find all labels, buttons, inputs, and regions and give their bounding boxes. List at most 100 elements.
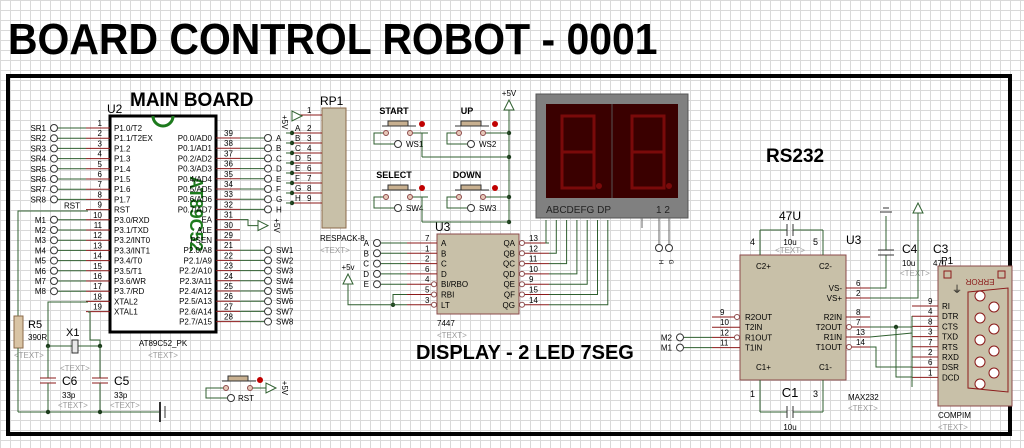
- power-supply-icon: [342, 272, 354, 285]
- net-terminal-sr1[interactable]: [50, 124, 58, 132]
- net-terminal-b[interactable]: [373, 249, 381, 258]
- connector-pin-name: RTS: [942, 343, 958, 352]
- capacitor-ref-label: 47U: [779, 209, 801, 223]
- text-placeholder: <TEXT>: [110, 401, 140, 410]
- db9-shell: [967, 287, 1009, 393]
- capacitor-ref-label: C1: [782, 385, 799, 400]
- net-terminal-m5[interactable]: [50, 256, 58, 265]
- reset-button[interactable]: [227, 375, 249, 382]
- decimal-point: [666, 183, 672, 189]
- push-button-up[interactable]: [460, 120, 482, 127]
- mcu-pin-number: 25: [224, 282, 233, 291]
- wire: [47, 301, 88, 346]
- respack-pin-number: 5: [307, 154, 312, 163]
- display-common-labels: 1 2: [656, 205, 670, 216]
- decoder-pin-number: 5: [425, 286, 430, 295]
- connector-ref-label: P1: [941, 256, 954, 267]
- net-terminal-m7[interactable]: [50, 277, 58, 285]
- button-terminal[interactable]: [467, 204, 475, 212]
- net-label: D: [276, 165, 282, 174]
- mcu-pin-name: P2.7/A15: [179, 318, 212, 327]
- net-terminal-sr5[interactable]: [50, 164, 58, 173]
- net-label: E: [364, 280, 369, 289]
- net-terminal-m3[interactable]: [50, 236, 58, 245]
- decoder-pin-name: D: [441, 270, 447, 279]
- decoder-pin-number: 14: [529, 296, 538, 305]
- net-terminal-c[interactable]: [373, 259, 381, 268]
- button-terminal[interactable]: [394, 140, 402, 148]
- crystal-x1[interactable]: [71, 339, 79, 354]
- mcu-pin-name: P1.7: [114, 195, 131, 204]
- digit-segments: [560, 114, 596, 190]
- max232-chip-body[interactable]: [739, 254, 847, 381]
- net-terminal-sr6[interactable]: [50, 175, 58, 183]
- wire: [373, 132, 394, 145]
- mcu-pin-number: 32: [224, 200, 233, 209]
- net-terminal-m8[interactable]: [50, 287, 58, 296]
- mcu-pin-number: 26: [224, 292, 233, 301]
- net-terminal-sw4[interactable]: [264, 276, 272, 285]
- net-terminal-sr4[interactable]: [50, 154, 58, 163]
- decoder-part-label: 7447: [437, 319, 455, 328]
- mcu-pin-name: P2.6/A14: [179, 307, 212, 316]
- respack-body[interactable]: [321, 107, 347, 229]
- button-terminal[interactable]: [467, 140, 475, 148]
- mcu-package-label: AT89C52_PK: [139, 339, 188, 348]
- seven-segment-digit-2: [630, 114, 672, 190]
- net-terminal-c[interactable]: [264, 154, 272, 163]
- net-terminal-m4[interactable]: [50, 246, 58, 255]
- net-terminal-m6[interactable]: [50, 266, 58, 275]
- respack-net-label: H: [295, 194, 301, 203]
- respack-pin-number: 8: [307, 184, 312, 193]
- net-terminal-sr8[interactable]: [50, 195, 58, 204]
- net-terminal-m1[interactable]: [50, 215, 58, 224]
- net-terminal-m2[interactable]: [676, 333, 684, 342]
- mcu-pin-number: 36: [224, 160, 233, 169]
- decoder-pin-name: RBI: [441, 291, 454, 300]
- net-terminal-sr3[interactable]: [50, 144, 58, 153]
- net-terminal-f[interactable]: [264, 185, 272, 193]
- button-terminal[interactable]: [394, 204, 402, 212]
- net-terminal-m2[interactable]: [50, 226, 58, 234]
- net-terminal-e[interactable]: [264, 174, 272, 183]
- net-terminal-sw1[interactable]: [264, 246, 272, 255]
- mcu-pin-number: 39: [224, 129, 233, 138]
- wire: [17, 210, 88, 316]
- net-terminal-b[interactable]: [264, 144, 272, 153]
- net-terminal-sr7[interactable]: [50, 185, 58, 194]
- net-terminal-sw5[interactable]: [264, 287, 272, 295]
- resistor-r5[interactable]: [13, 315, 24, 349]
- reset-terminal[interactable]: [227, 394, 235, 402]
- button-indicator: [257, 377, 263, 383]
- net-terminal-d[interactable]: [264, 164, 272, 173]
- net-terminal-sw6[interactable]: [264, 297, 272, 306]
- net-terminal-g[interactable]: [264, 195, 272, 204]
- net-terminal-a[interactable]: [373, 239, 381, 247]
- inverting-bubble: [431, 281, 437, 288]
- display-common-terminal[interactable]: [665, 244, 673, 252]
- push-button-start[interactable]: [387, 120, 409, 127]
- power-supply-icon: [265, 382, 278, 394]
- net-terminal-sr2[interactable]: [50, 134, 58, 143]
- net-terminal-d[interactable]: [373, 269, 381, 278]
- net-terminal-m1[interactable]: [676, 343, 684, 352]
- net-terminal-sw7[interactable]: [264, 307, 272, 316]
- net-terminal-a[interactable]: [264, 134, 272, 142]
- decoder-chip-body[interactable]: [436, 233, 520, 315]
- net-label: M1: [661, 344, 673, 353]
- net-terminal-h[interactable]: [264, 205, 272, 214]
- net-terminal-sw3[interactable]: [264, 266, 272, 275]
- push-button-select[interactable]: [387, 184, 409, 191]
- display-common-terminal[interactable]: [655, 244, 663, 252]
- net-terminal-sw2[interactable]: [264, 256, 272, 265]
- inverting-bubble: [734, 314, 740, 320]
- push-button-down[interactable]: [460, 184, 482, 191]
- capacitor-value-label: 10u: [783, 238, 796, 247]
- mcu-pin-name: P1.2: [114, 144, 131, 153]
- mcu-chip-body[interactable]: [108, 114, 218, 334]
- net-terminal-sw8[interactable]: [264, 317, 272, 326]
- net-label: WS1: [406, 140, 424, 149]
- net-label: M5: [35, 257, 47, 266]
- net-terminal-e[interactable]: [373, 280, 381, 289]
